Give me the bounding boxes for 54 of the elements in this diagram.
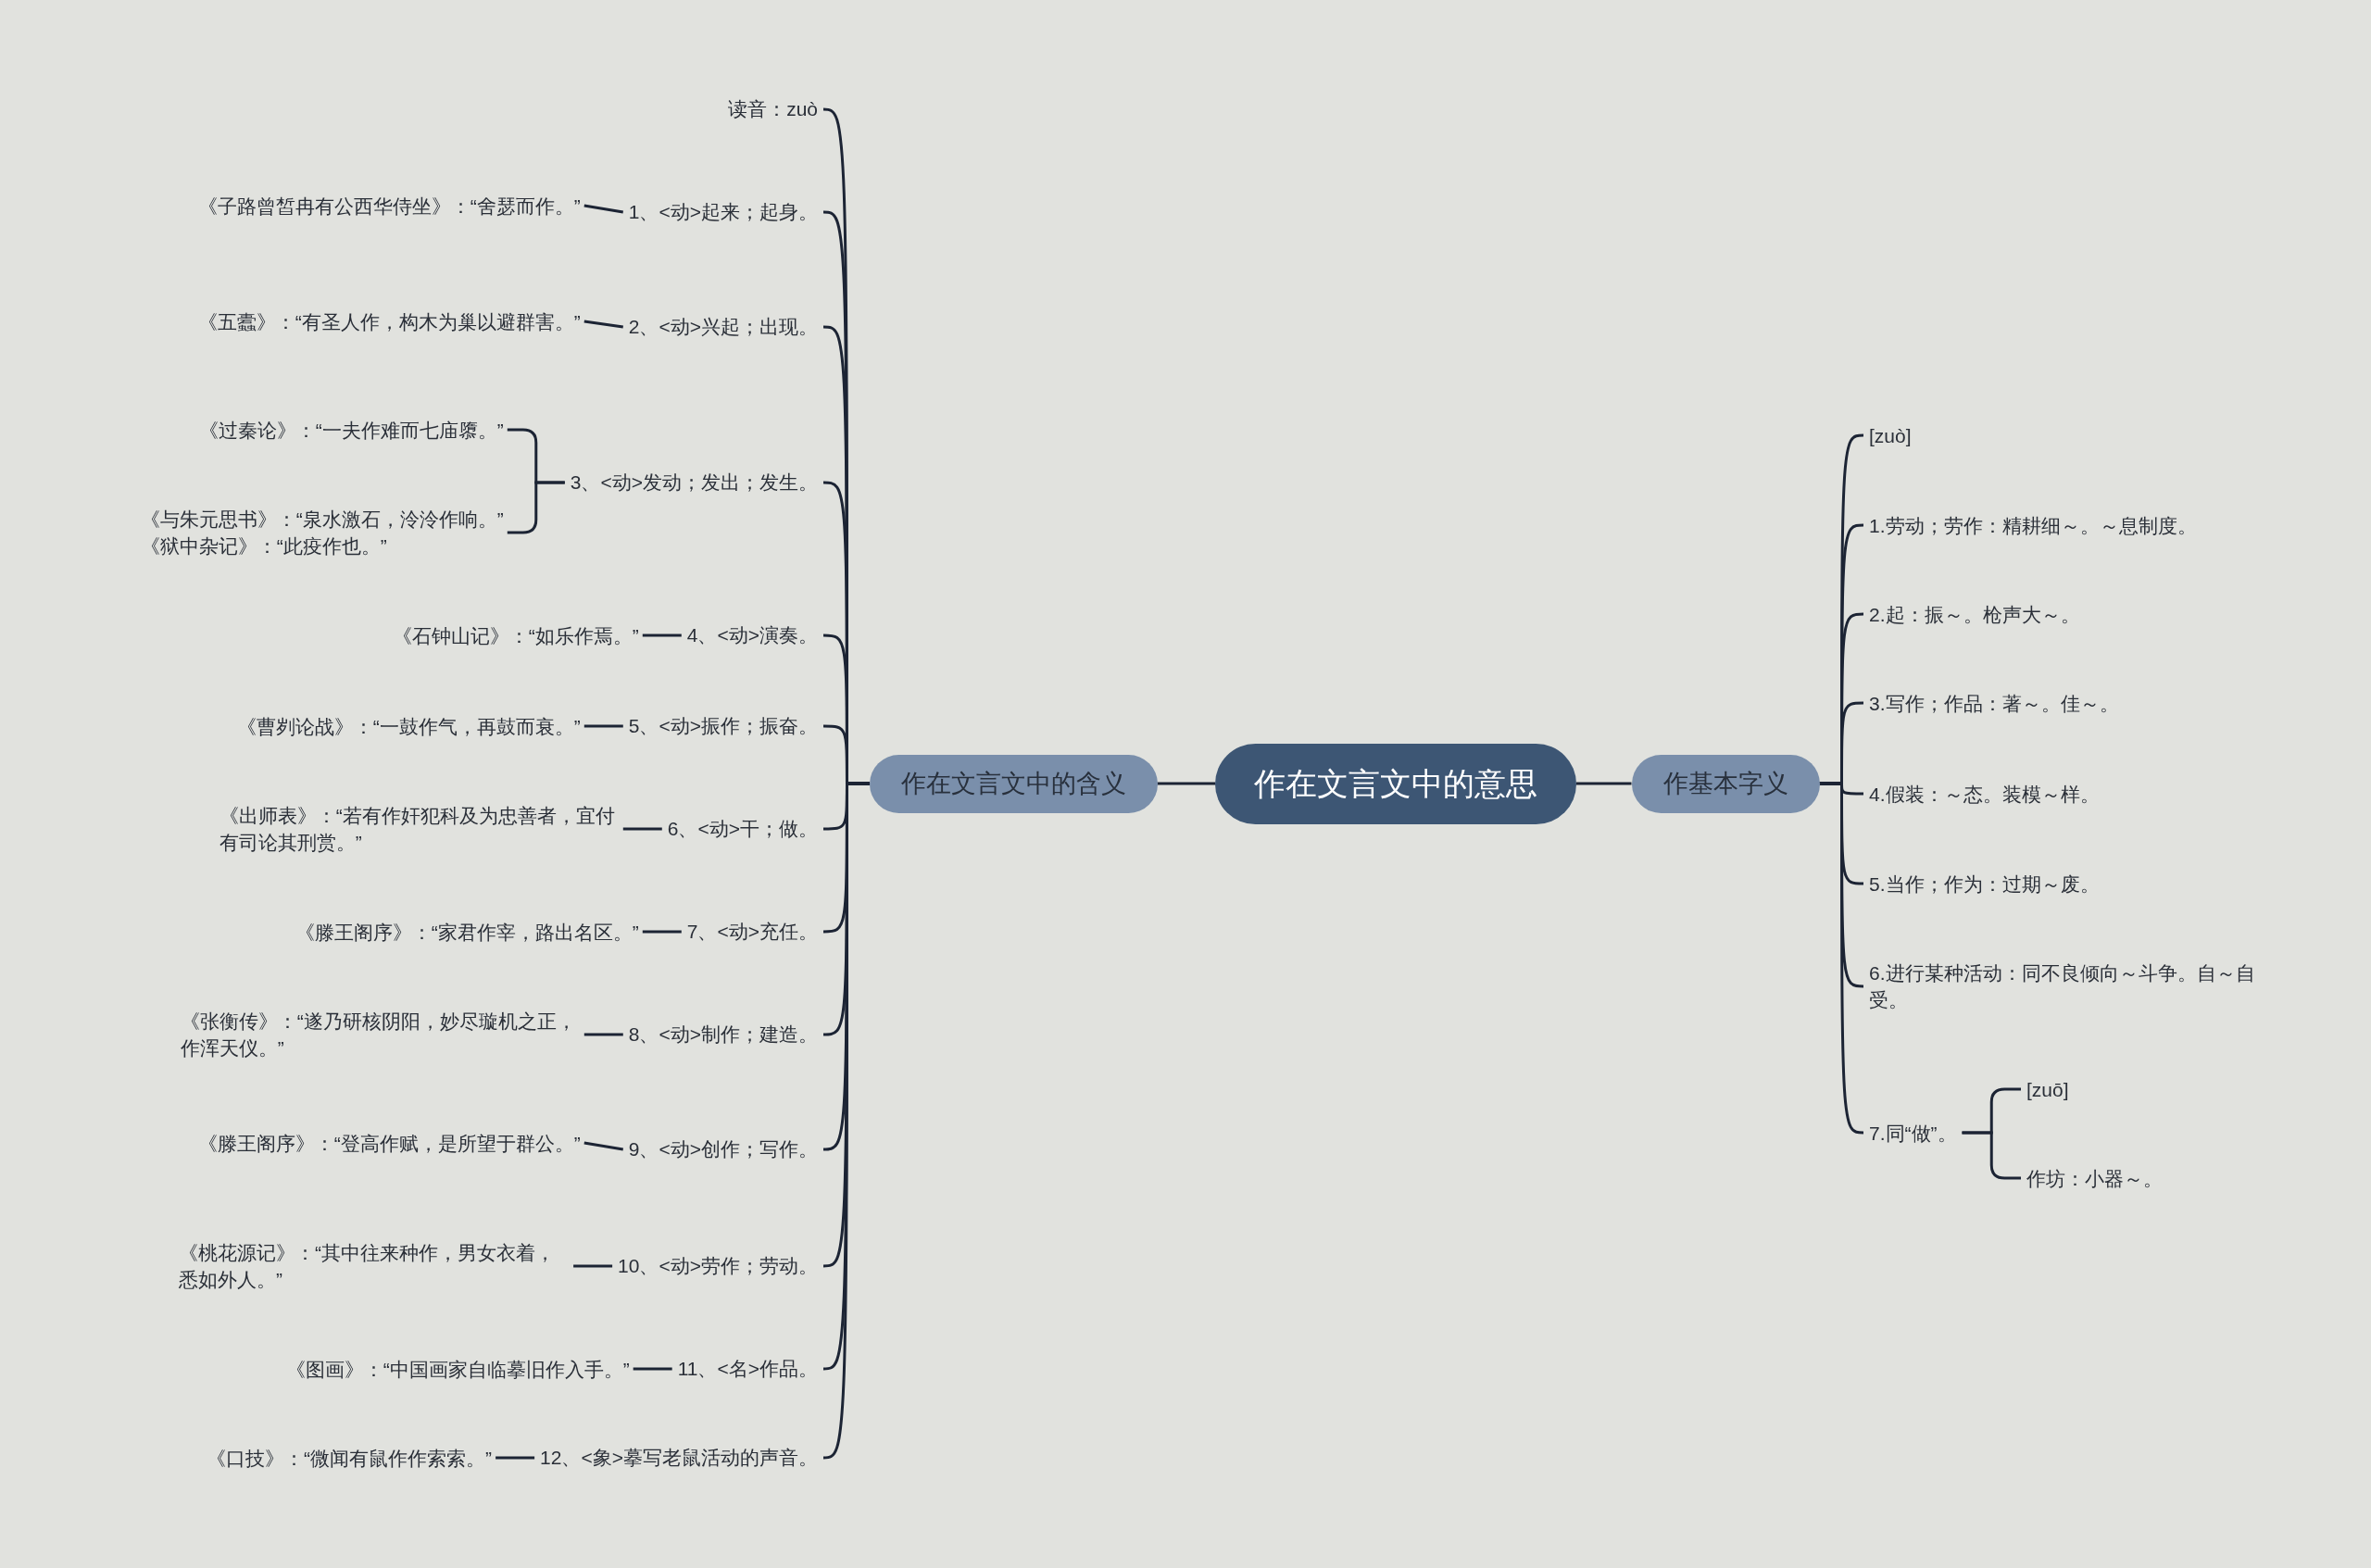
meaning-text: 1.劳动；劳作：精耕细～。～息制度。: [1863, 511, 2202, 539]
connector-line: [622, 827, 662, 831]
quote-text: 《狱中杂记》：“此疫作也。”: [140, 534, 388, 558]
quote-text: 《石钟山记》：“如乐作焉。”: [388, 621, 643, 649]
subtopic-text: 3、<动>发动；发出；发生。: [564, 469, 823, 496]
subtopic-text: 2、<动>兴起；出现。: [622, 313, 823, 341]
quote-text: 《滕王阁序》：“家君作宰，路出名区。”: [291, 918, 643, 946]
quote-text: 《桃花源记》：“其中往来种作，男女衣着，悉如外人。”: [175, 1239, 574, 1293]
subtopic-text: 9、<动>创作；写作。: [622, 1135, 823, 1163]
connector-line: [1157, 782, 1215, 785]
connector-line: [496, 1456, 535, 1460]
quote-text: 《曹刿论战》：“一鼓作气，再鼓而衰。”: [232, 712, 584, 740]
connector-line: [583, 1141, 624, 1151]
connector-line: [633, 1367, 672, 1371]
main-topic: 作基本字义: [1631, 754, 1820, 813]
subtopic-text: 8、<动>制作；建造。: [622, 1021, 823, 1048]
meaning-text: 4.假装：～态。装模～样。: [1863, 780, 2105, 808]
quote-text: 《与朱元思书》：“泉水激石，泠泠作响。”: [140, 508, 504, 532]
connector-line: [1819, 782, 1864, 1135]
main-topic: 作在文言文中的含义: [869, 754, 1158, 813]
connector-line: [583, 724, 623, 728]
quote-text: 《出师表》：“若有作奸犯科及为忠善者，宜付有司论其刑赏。”: [215, 802, 623, 856]
meaning-text: 5.当作；作为：过期～废。: [1863, 870, 2105, 897]
subtopic-text: 5、<动>振作；振奋。: [622, 712, 823, 740]
quote-text: 《口技》：“微闻有鼠作作索索。”: [203, 1444, 496, 1472]
meaning-text: 6.进行某种活动：同不良倾向～斗争。自～自受。: [1863, 960, 2280, 1013]
connector-line: [642, 930, 682, 934]
central-topic: 作在文言文中的意思: [1215, 743, 1576, 824]
connector-line: [573, 1264, 613, 1268]
subtopic-text: 12、<象>摹写老鼠活动的声音。: [534, 1444, 823, 1472]
quote-text: 《过秦论》：“一夫作难而七庙隳。”: [194, 416, 508, 444]
quote-text: 《滕王阁序》：“登高作赋，是所望于群公。”: [194, 1129, 584, 1157]
connector-line: [583, 204, 624, 214]
subtopic-text: 11、<名>作品。: [671, 1355, 823, 1383]
quote-text: 《五蠹》：“有圣人作，构木为巢以避群害。”: [194, 307, 584, 335]
meaning-text: 7.同“做”。: [1863, 1119, 1963, 1147]
meaning-text: [zuō]: [2021, 1075, 2075, 1103]
subtopic-text: 4、<动>演奏。: [681, 621, 823, 649]
quote-text: 《张衡传》：“遂乃研核阴阳，妙尽璇机之正，作浑天仪。”: [176, 1008, 584, 1061]
meaning-text: 2.起：振～。枪声大～。: [1863, 600, 2086, 628]
subtopic-text: 7、<动>充任。: [681, 918, 823, 946]
connector-line: [642, 633, 682, 637]
connector-line: [583, 320, 623, 329]
connector-line: [583, 1033, 623, 1036]
subtopic-text: 6、<动>干；做。: [661, 815, 823, 843]
subtopic-text: 1、<动>起来；起身。: [622, 198, 823, 226]
meaning-text: 3.写作；作品：著～。佳～。: [1863, 689, 2125, 717]
subtopic-text: 读音：zuò: [722, 95, 823, 123]
quote-text: 《图画》：“中国画家自临摹旧作入手。”: [282, 1355, 634, 1383]
quote-text: 《子路曾皙冉有公西华侍坐》：“舍瑟而作。”: [194, 192, 584, 220]
subtopic-text: 10、<动>劳作；劳动。: [612, 1252, 823, 1280]
meaning-text: [zuò]: [1863, 421, 1917, 449]
meaning-text: 作坊：小器～。: [2021, 1164, 2168, 1192]
connector-line: [1576, 782, 1632, 785]
